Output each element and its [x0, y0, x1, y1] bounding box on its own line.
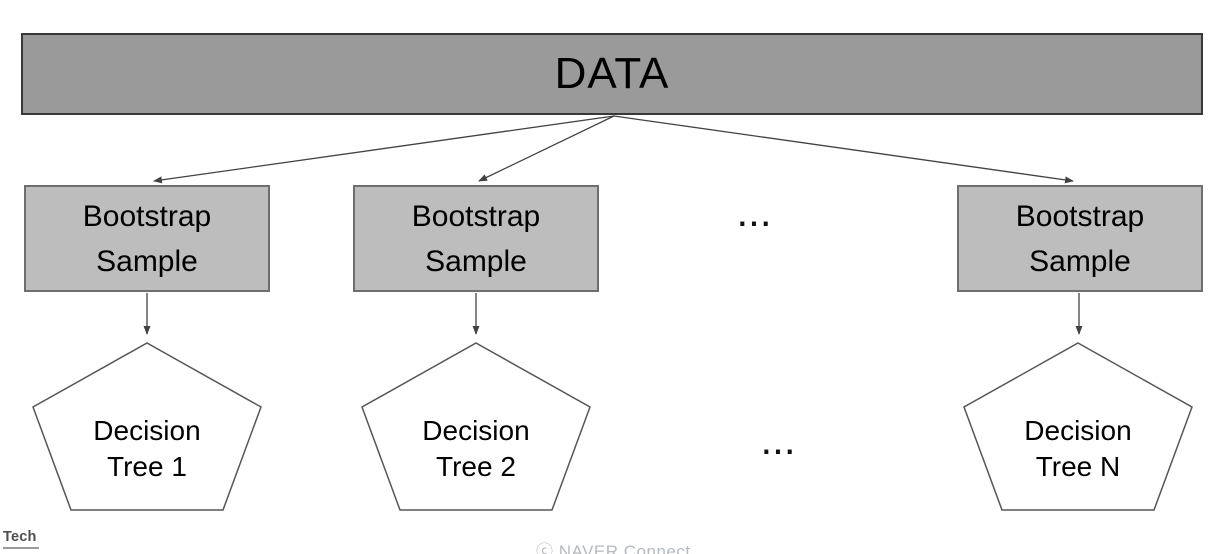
arrow-data-to-sample-1 — [153, 115, 615, 184]
decision-tree-1-label: Decision Tree 1 — [93, 415, 201, 482]
ellipsis-tree-row: ... — [760, 416, 796, 463]
copyright-text: ⓒ NAVER Connect — [536, 542, 691, 554]
bootstrap-sample-box-n: Bootstrap Sample — [957, 185, 1203, 292]
data-to-bootstrap-arrows — [153, 115, 1074, 184]
arrow-data-to-sample-2 — [478, 115, 615, 182]
pentagon-tree-1 — [32, 342, 262, 511]
decision-tree-pentagons — [32, 342, 1193, 511]
bootstrap-sample-1-label: Bootstrap Sample — [82, 199, 212, 278]
tech-logo: Tech — [3, 529, 39, 549]
data-node-label: DATA — [554, 49, 670, 98]
data-node: DATA — [21, 33, 1203, 115]
decision-tree-n-label: Decision Tree N — [1024, 415, 1132, 482]
bootstrap-sample-2-label: Bootstrap Sample — [411, 199, 541, 278]
arrow-data-to-sample-3 — [613, 115, 1074, 184]
pentagon-tree-n — [963, 342, 1193, 511]
decision-tree-2-label: Decision Tree 2 — [422, 415, 530, 482]
pentagon-tree-2 — [361, 342, 591, 511]
bootstrap-sample-box-1: Bootstrap Sample — [24, 185, 270, 292]
ellipsis-bootstrap-row: ... — [736, 188, 772, 235]
bootstrap-sample-box-2: Bootstrap Sample — [353, 185, 599, 292]
bootstrap-sample-n-label: Bootstrap Sample — [1015, 199, 1145, 278]
bootstrap-to-tree-arrows — [143, 293, 1083, 335]
